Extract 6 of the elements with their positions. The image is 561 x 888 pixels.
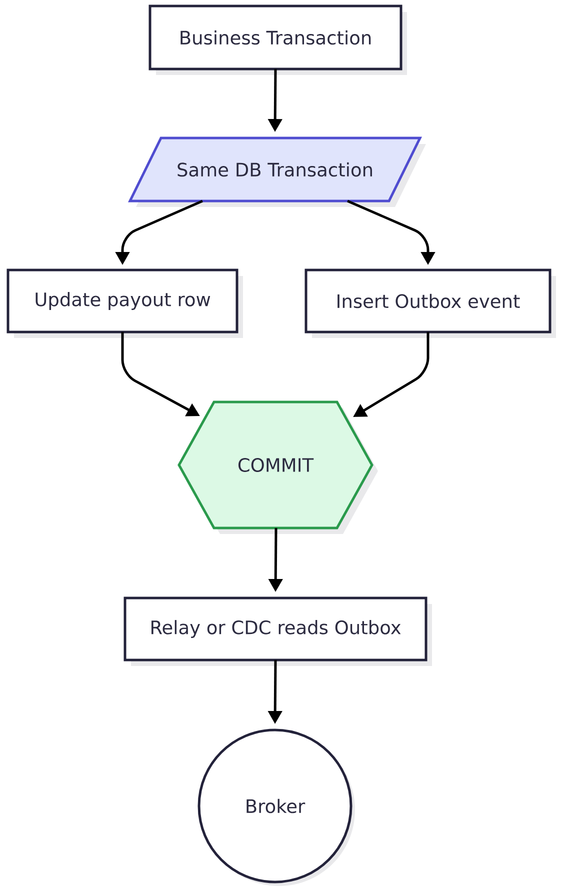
process-box: Update payout row [6,268,243,338]
process-box: Relay or CDC reads Outbox [124,596,432,666]
process-box: Insert Outbox event [304,268,556,338]
circle-node: Broker [198,728,355,886]
process-box: Business Transaction [148,4,407,75]
hexagon-box: COMMIT [178,400,378,534]
